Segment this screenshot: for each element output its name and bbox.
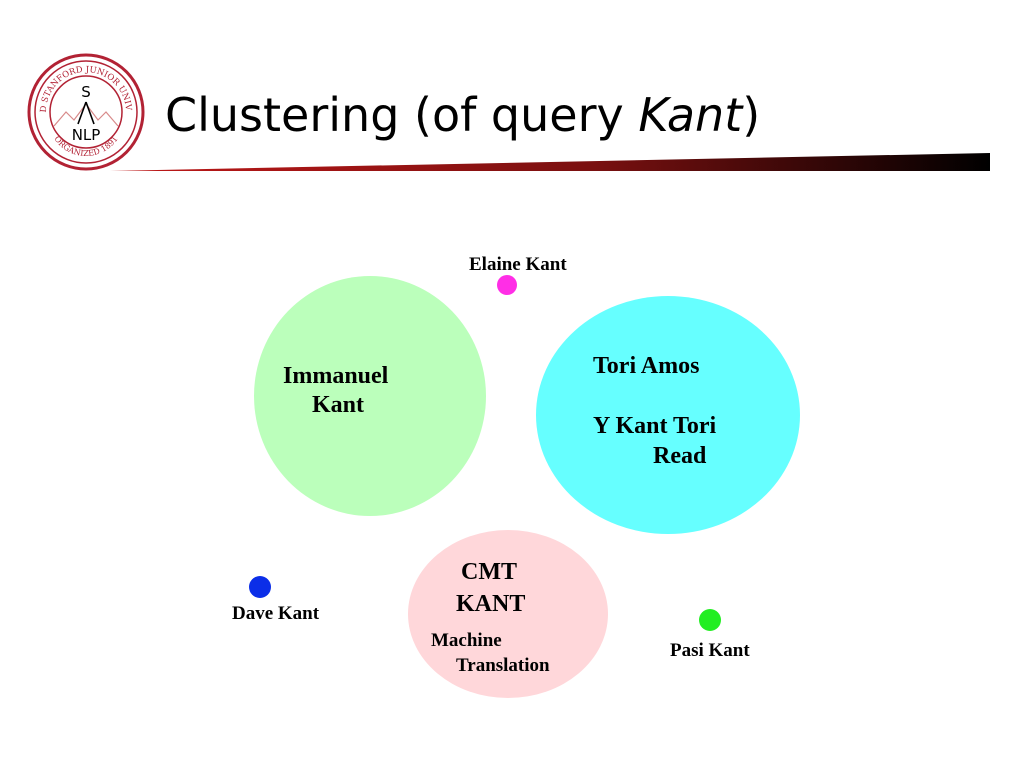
svg-text:S: S <box>81 83 91 101</box>
title-prefix: Clustering (of query <box>165 88 639 142</box>
cmt-label-line3: Machine <box>431 630 502 651</box>
tori-label-line3: Read <box>653 443 707 469</box>
cmt-label-line1: CMT <box>461 559 517 585</box>
tori-label-line2: Y Kant Tori <box>593 413 716 439</box>
stanford-nlp-seal-logo: LELAND STANFORD JUNIOR UNIVERSITY ORGANI… <box>26 52 145 171</box>
tori-label-line1: Tori Amos <box>593 353 699 379</box>
slide-title: Clustering (of query Kant) <box>165 88 760 143</box>
tori-amos-cluster <box>536 296 800 534</box>
immanuel-label-line2: Kant <box>312 392 364 418</box>
title-underline-rule <box>110 153 990 171</box>
immanuel-label-line1: Immanuel <box>283 363 389 389</box>
dave-kant-dot <box>249 576 271 598</box>
pasi-kant-label: Pasi Kant <box>670 640 750 661</box>
dave-kant-label: Dave Kant <box>232 603 320 624</box>
cmt-kant-cluster <box>408 530 608 698</box>
cmt-label-line2: KANT <box>456 591 525 617</box>
title-suffix: ) <box>742 88 761 142</box>
title-query: Kant <box>638 88 743 142</box>
pasi-kant-dot <box>699 609 721 631</box>
elaine-kant-dot <box>497 275 517 295</box>
immanuel-kant-cluster <box>254 276 486 516</box>
svg-text:NLP: NLP <box>72 126 101 144</box>
cmt-label-line4: Translation <box>456 655 550 676</box>
elaine-kant-label: Elaine Kant <box>469 254 567 275</box>
